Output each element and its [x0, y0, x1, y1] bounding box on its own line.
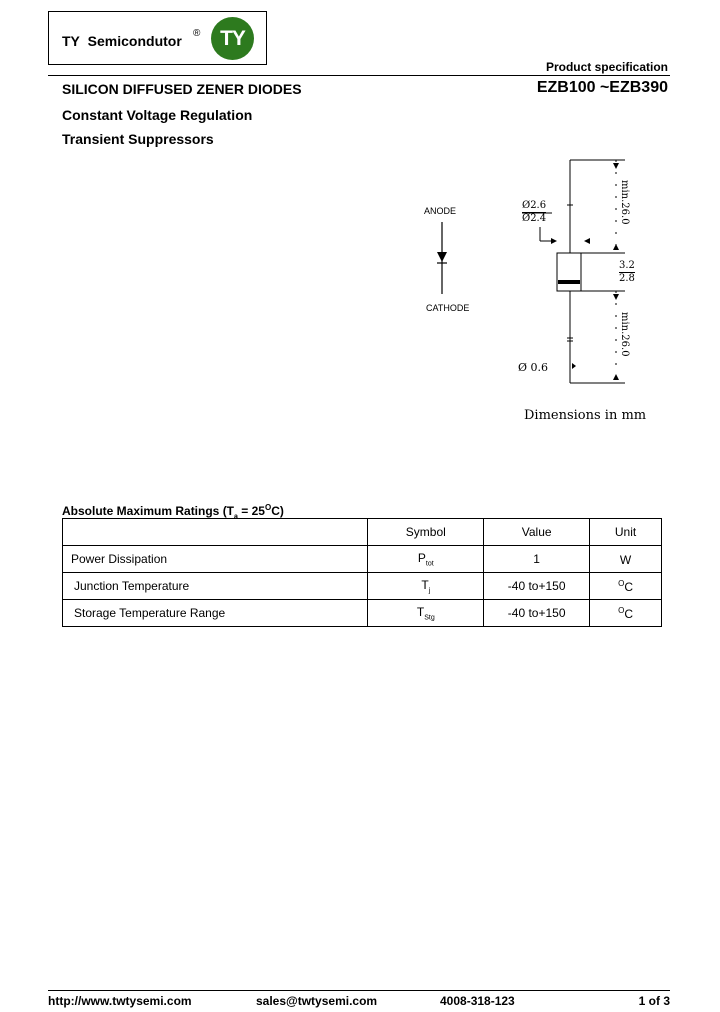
lead-length-bottom-dimension: min.26.0	[619, 312, 630, 357]
dimensions-caption: Dimensions in mm	[524, 408, 647, 423]
unit-sup: O	[618, 578, 625, 588]
diode-symbol-icon	[437, 222, 447, 294]
symbol-cell: TStg	[367, 599, 485, 627]
header-cell: Value	[483, 518, 591, 546]
footer-phone: 4008-318-123	[440, 994, 515, 1008]
lead-diameter-dimension: Ø 0.6	[518, 361, 549, 374]
symbol-cell: Ptot	[367, 545, 485, 573]
part-range-heading: EZB100 ~EZB390	[536, 79, 668, 96]
company-logo-box	[48, 11, 267, 65]
parameter-cell: Junction Temperature	[61, 572, 369, 600]
package-outline-drawing	[522, 159, 625, 384]
table-header-row: Symbol Value Unit	[61, 518, 662, 546]
footer-rule	[48, 990, 670, 991]
company-name-text: Semicondutor	[87, 33, 182, 49]
ratings-title-mid: = 25	[237, 504, 265, 518]
footer-website-link[interactable]: http://www.twtysemi.com	[48, 994, 192, 1008]
parameter-cell: Storage Temperature Range	[61, 599, 369, 627]
ratings-table: Symbol Value Unit Power Dissipation Ptot…	[61, 518, 662, 627]
parameter-cell: Power Dissipation	[61, 545, 369, 573]
ratings-title-post: C)	[271, 504, 284, 518]
header-rule	[48, 75, 670, 76]
body-length-dimension: 3.2 2.8	[619, 260, 635, 285]
footer-email-link[interactable]: sales@twtysemi.com	[256, 994, 378, 1008]
body-diameter-dimension: Ø2.6 Ø2.4	[522, 200, 547, 225]
table-row: Storage Temperature Range TStg -40 to+15…	[61, 599, 662, 627]
unit-text: C	[624, 579, 633, 594]
unit-cell: OC	[589, 599, 662, 627]
body-diameter-min: Ø2.4	[522, 212, 547, 224]
spec-label: Product specification	[545, 60, 668, 74]
table-row: Junction Temperature Tj -40 to+150 OC	[61, 572, 662, 600]
symbol-text: T	[421, 577, 429, 592]
anode-label: ANODE	[424, 206, 457, 216]
symbol-sub: tot	[425, 560, 434, 568]
body-diameter-max: Ø2.6	[522, 200, 547, 211]
ratings-title-sub: a	[234, 513, 238, 521]
header-cell: Symbol	[367, 518, 485, 546]
value-cell: -40 to+150	[483, 572, 591, 600]
feature-item: Transient Suppressors	[62, 131, 214, 147]
company-name: TY Semicondutor	[62, 33, 182, 49]
symbol-cell: Tj	[367, 572, 485, 600]
unit-cell: W	[589, 545, 662, 573]
header-cell: Unit	[589, 518, 662, 546]
cathode-label: CATHODE	[426, 303, 470, 313]
unit-text: W	[619, 552, 632, 567]
table-row: Power Dissipation Ptot 1 W	[61, 545, 662, 573]
value-cell: 1	[483, 545, 591, 573]
company-prefix: TY	[62, 33, 80, 49]
body-length-max: 3.2	[619, 260, 635, 271]
footer-page-number: 1 of 3	[638, 994, 670, 1008]
ratings-title-text: Absolute Maximum Ratings (T	[62, 504, 235, 518]
symbol-text: P	[417, 550, 426, 565]
value-cell: -40 to+150	[483, 599, 591, 627]
unit-text: C	[624, 606, 633, 621]
header-cell-blank	[61, 518, 369, 546]
ratings-title-sup: O	[264, 503, 272, 512]
feature-item: Constant Voltage Regulation	[62, 107, 253, 123]
symbol-sub: j	[428, 587, 431, 595]
symbol-sub: Stg	[424, 614, 435, 622]
registered-mark: ®	[193, 28, 201, 39]
unit-cell: OC	[589, 572, 662, 600]
body-length-min: 2.8	[619, 272, 635, 284]
lead-length-top-dimension: min.26.0	[619, 180, 630, 225]
ratings-table-title: Absolute Maximum Ratings (Ta = 25OC)	[62, 503, 284, 520]
symbol-text: T	[416, 604, 425, 619]
product-type-heading: SILICON DIFFUSED ZENER DIODES	[62, 81, 302, 97]
unit-sup: O	[618, 605, 625, 615]
ty-logo-icon: TY	[211, 17, 254, 60]
